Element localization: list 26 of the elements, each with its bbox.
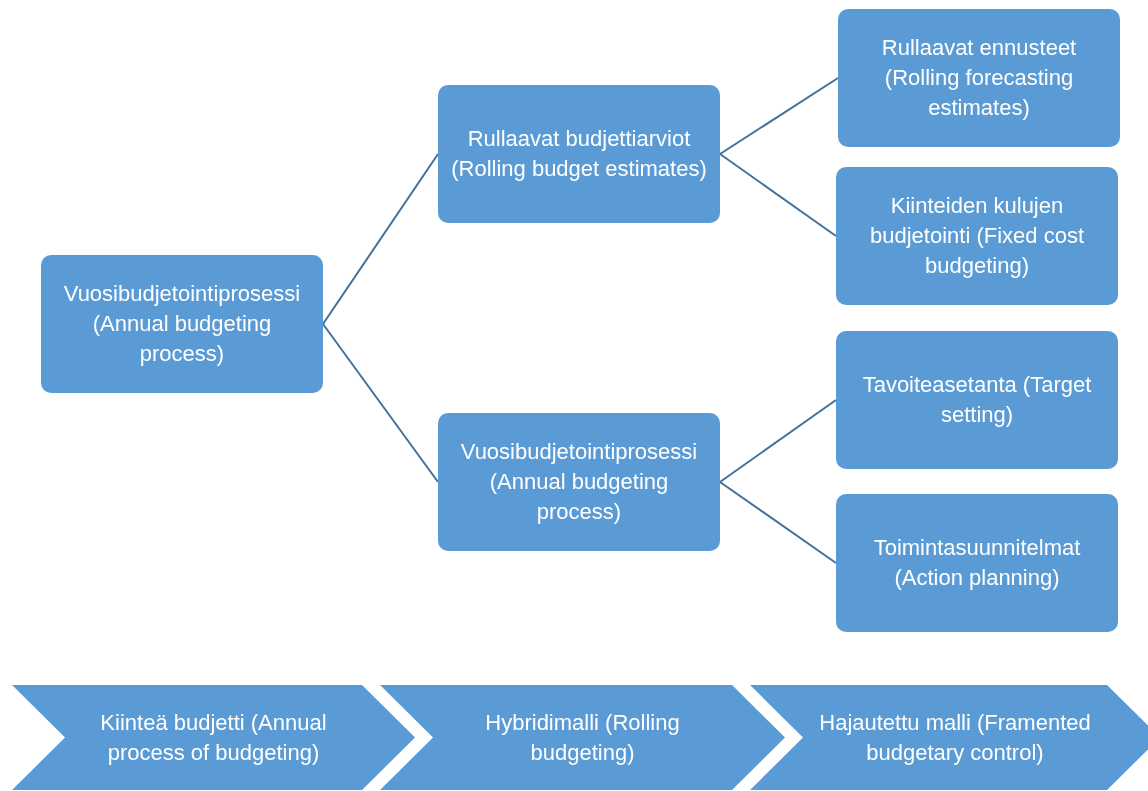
box-label: Rullaavat ennusteet (Rolling forecasting estimates) bbox=[880, 34, 1078, 122]
process-box bbox=[438, 413, 720, 551]
box-label: Hajautettu malli (Framented budgetary control) bbox=[818, 708, 1092, 767]
process-box bbox=[838, 9, 1120, 147]
process-box bbox=[836, 167, 1118, 305]
chevron-step bbox=[750, 685, 1148, 790]
chevron-step bbox=[12, 685, 415, 790]
process-box bbox=[836, 494, 1118, 632]
box-label: Kiinteiden kulujen budjetointi (Fixed cost budgeting) bbox=[869, 192, 1085, 280]
chevron-step bbox=[380, 685, 785, 790]
box-label: Vuosibudjetointiprosessi (Annual budgeting process) bbox=[459, 438, 699, 526]
connector-line bbox=[719, 153, 837, 237]
connector-line bbox=[719, 77, 839, 155]
box-label: Kiinteä budjetti (Annual process of budgeting) bbox=[99, 708, 328, 767]
box-label: Hybridimalli (Rolling budgeting) bbox=[484, 708, 681, 767]
box-label: Toimintasuunnitelmat (Action planning) bbox=[872, 534, 1082, 592]
box-label: Vuosibudjetointiprosessi (Annual budgeting process) bbox=[62, 280, 302, 368]
connector-line bbox=[322, 153, 439, 325]
box-label: Rullaavat budjettiarviot (Rolling budget estimates) bbox=[450, 125, 708, 183]
connector-line bbox=[322, 323, 439, 483]
process-box bbox=[438, 85, 720, 223]
box-label: Tavoiteasetanta (Target setting) bbox=[861, 371, 1093, 429]
connector-line bbox=[719, 399, 837, 483]
connector-line bbox=[719, 481, 837, 564]
process-box bbox=[41, 255, 323, 393]
process-box bbox=[836, 331, 1118, 469]
